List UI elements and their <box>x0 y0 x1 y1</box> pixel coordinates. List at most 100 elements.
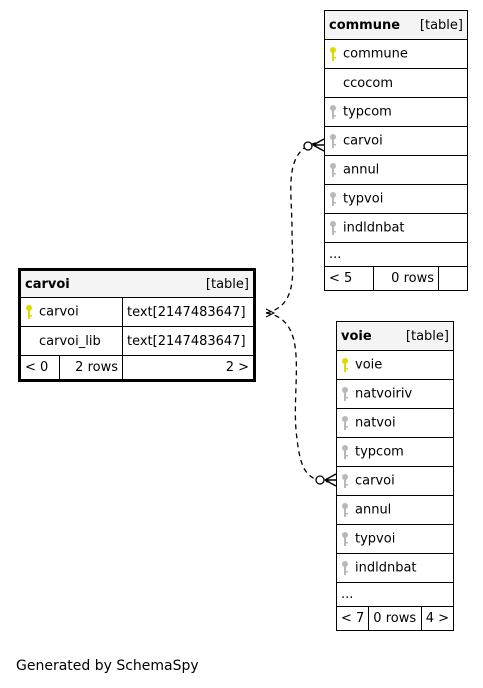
column-row[interactable]: typcom <box>336 437 454 467</box>
edge-voie-optional-marker <box>315 475 325 485</box>
column-name-cell[interactable]: typcom <box>336 437 454 467</box>
foreign-key-icon <box>329 133 343 149</box>
column-name-cell[interactable]: carvoi <box>336 466 454 496</box>
column-row[interactable]: natvoiriv <box>336 379 454 409</box>
children-count[interactable]: 2 > <box>122 355 255 381</box>
primary-key-icon <box>329 46 343 62</box>
column-name-cell[interactable]: carvoi_lib <box>19 326 123 356</box>
column-name: carvoi_lib <box>39 333 101 349</box>
column-row[interactable]: carvoi <box>336 466 454 496</box>
parents-count[interactable]: < 7 <box>335 606 370 631</box>
generated-by-text: Generated by SchemaSpy <box>16 658 199 674</box>
foreign-key-icon <box>329 220 343 236</box>
table-commune[interactable]: commune [table] commune ccocom typcom carvo… <box>324 10 468 291</box>
table-type: [table] <box>405 328 449 344</box>
column-row[interactable]: typcom <box>324 97 468 127</box>
column-name-cell[interactable]: typvoi <box>336 524 454 554</box>
edge-carvoi-end-tick <box>265 308 276 318</box>
column-name: indldnbat <box>343 220 405 236</box>
foreign-key-icon <box>341 473 355 489</box>
column-name: commune <box>343 46 408 62</box>
more-columns: ... <box>324 242 468 267</box>
foreign-key-icon <box>341 560 355 576</box>
column-row[interactable]: annul <box>324 155 468 185</box>
table-type: [table] <box>205 276 249 292</box>
column-row[interactable]: carvoi_lib text[2147483647] <box>19 326 255 356</box>
table-header[interactable]: voie [table] <box>336 321 454 351</box>
column-name-cell[interactable]: typcom <box>324 97 468 127</box>
children-count[interactable]: 4 > <box>420 606 455 631</box>
column-row[interactable]: commune <box>324 39 468 69</box>
edge-commune-optional-marker <box>303 141 313 151</box>
column-name: typvoi <box>343 191 384 207</box>
parents-count[interactable]: < 5 <box>324 266 374 291</box>
column-name: typvoi <box>355 531 396 547</box>
foreign-key-icon <box>341 415 355 431</box>
column-name: carvoi <box>355 473 395 489</box>
column-name: annul <box>355 502 392 518</box>
parents-count[interactable]: < 0 <box>19 355 60 381</box>
table-type: [table] <box>419 17 463 33</box>
edge-carvoi-to-voie <box>265 312 331 483</box>
column-type: text[2147483647] <box>122 297 255 327</box>
column-name: ccocom <box>343 75 394 91</box>
table-name: commune <box>329 17 401 33</box>
column-name: annul <box>343 162 380 178</box>
foreign-key-icon <box>329 191 343 207</box>
column-name: carvoi <box>39 304 79 320</box>
column-name: typcom <box>355 444 404 460</box>
column-row[interactable]: ccocom <box>324 68 468 98</box>
foreign-key-icon <box>329 104 343 120</box>
table-name: voie <box>341 328 372 344</box>
column-row[interactable]: indldnbat <box>336 553 454 583</box>
column-name-cell[interactable]: carvoi <box>19 297 123 327</box>
row-count: 0 rows <box>373 266 439 291</box>
foreign-key-icon <box>329 162 343 178</box>
column-name: typcom <box>343 104 392 120</box>
table-voie[interactable]: voie [table] voie natvoiriv natvoi typcom ca… <box>335 321 455 631</box>
children-count[interactable] <box>438 266 468 291</box>
row-count: 0 rows <box>368 606 422 631</box>
column-name-cell[interactable]: typvoi <box>324 184 468 214</box>
column-name: natvoiriv <box>355 386 413 402</box>
column-row[interactable]: typvoi <box>324 184 468 214</box>
table-header[interactable]: carvoi [table] <box>19 269 255 298</box>
column-row[interactable]: carvoi text[2147483647] <box>19 297 255 327</box>
foreign-key-icon <box>341 531 355 547</box>
column-name: voie <box>355 357 383 373</box>
column-row[interactable]: annul <box>336 495 454 525</box>
column-name-cell[interactable]: indldnbat <box>324 213 468 243</box>
column-name-cell[interactable]: natvoiriv <box>336 379 454 409</box>
more-columns: ... <box>336 582 454 607</box>
column-row[interactable]: voie <box>336 350 454 380</box>
column-name-cell[interactable]: commune <box>324 39 468 69</box>
foreign-key-icon <box>341 386 355 402</box>
edge-commune-crowfoot <box>312 138 325 152</box>
column-row[interactable]: typvoi <box>336 524 454 554</box>
column-name: carvoi <box>343 133 383 149</box>
column-name-cell[interactable]: natvoi <box>336 408 454 438</box>
edge-voie-crowfoot <box>324 473 337 487</box>
column-type: text[2147483647] <box>122 326 255 356</box>
column-name-cell[interactable]: carvoi <box>324 126 468 156</box>
foreign-key-icon <box>341 444 355 460</box>
edge-carvoi-to-commune <box>265 141 321 314</box>
column-row[interactable]: natvoi <box>336 408 454 438</box>
column-name-cell[interactable]: annul <box>324 155 468 185</box>
column-row[interactable]: carvoi <box>324 126 468 156</box>
column-name-cell[interactable]: indldnbat <box>336 553 454 583</box>
table-name: carvoi <box>25 276 70 292</box>
row-count: 2 rows <box>59 355 123 381</box>
primary-key-icon <box>341 357 355 373</box>
column-name: natvoi <box>355 415 396 431</box>
foreign-key-icon <box>341 502 355 518</box>
table-header[interactable]: commune [table] <box>324 10 468 40</box>
primary-key-icon <box>25 304 39 320</box>
column-name-cell[interactable]: voie <box>336 350 454 380</box>
column-name: indldnbat <box>355 560 417 576</box>
column-row[interactable]: indldnbat <box>324 213 468 243</box>
column-name-cell[interactable]: annul <box>336 495 454 525</box>
column-name-cell[interactable]: ccocom <box>324 68 468 98</box>
